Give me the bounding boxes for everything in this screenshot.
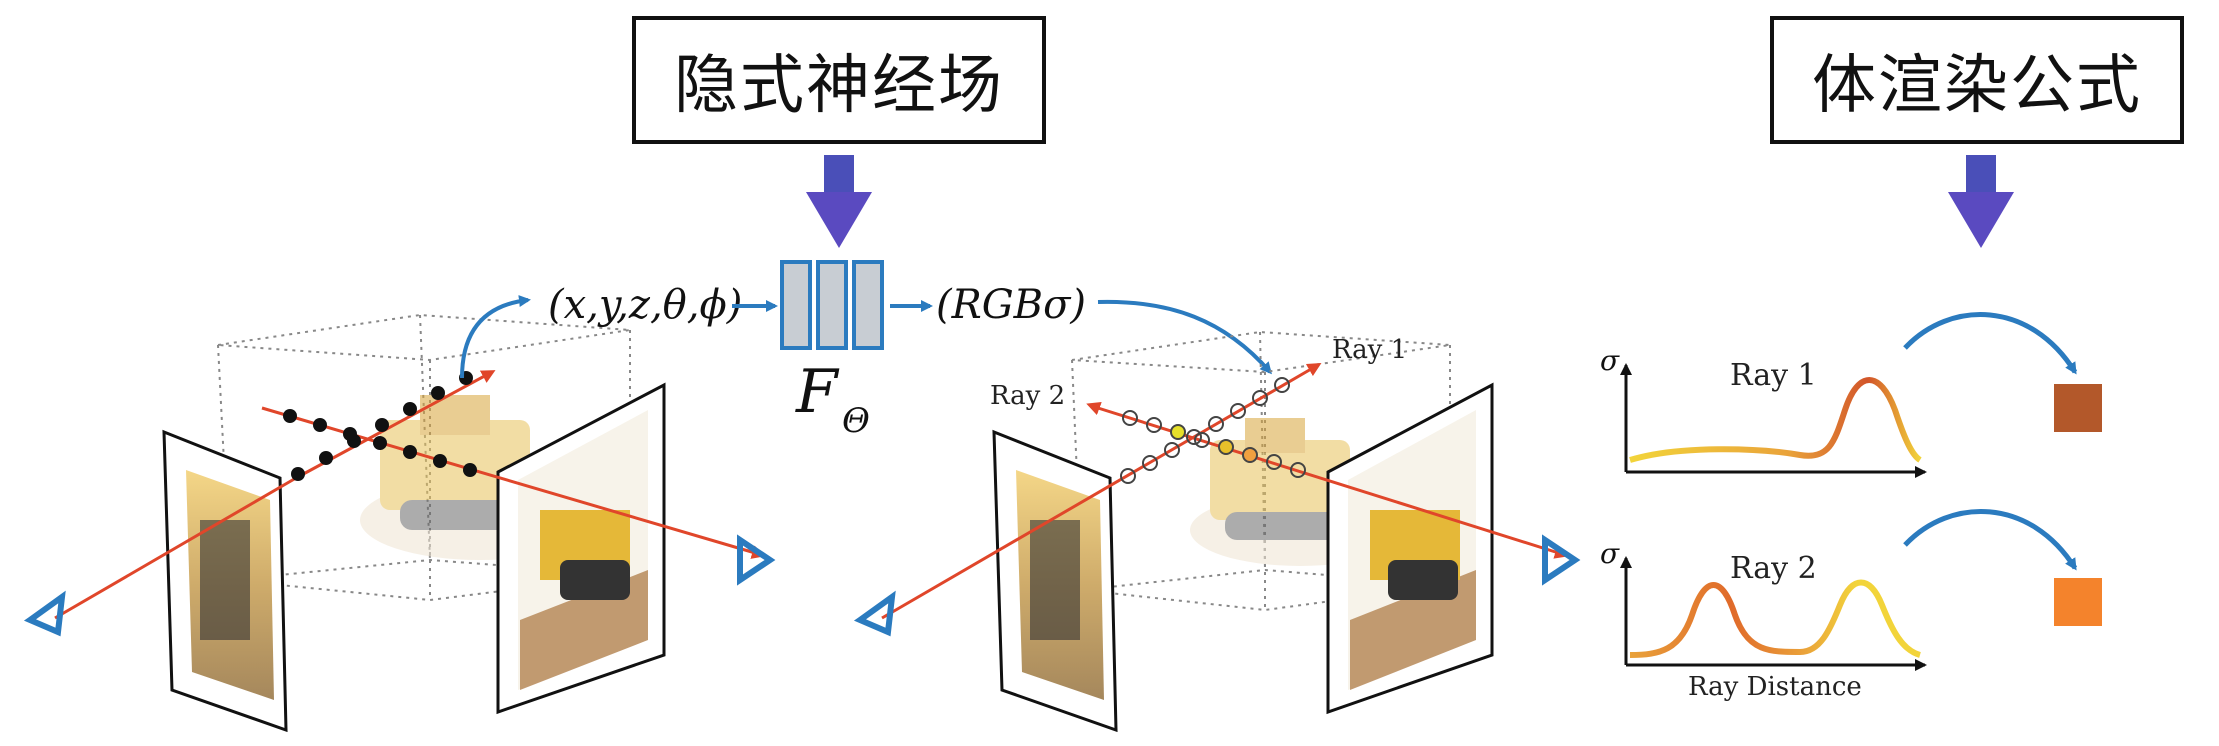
plot-ray1-density-curve — [1629, 377, 1922, 463]
left-image-plane-2 — [496, 382, 666, 715]
plot-ray2-density-curve — [1629, 579, 1922, 658]
plot-ray1-title: Ray 1 — [1730, 358, 1817, 393]
output-to-render-arrow — [1097, 299, 1272, 375]
middle-ray-1 — [881, 362, 1322, 620]
camera-icon-middle-1 — [853, 590, 896, 637]
middle-ray2-label: Ray 2 — [990, 381, 1065, 411]
network-icon — [780, 260, 884, 350]
sample-to-input-arrow — [460, 295, 531, 379]
ray1-to-pixel-arrow — [1903, 312, 2078, 375]
implicit-field-label-box: 隐式神经场 — [632, 16, 1046, 144]
implicit-field-label: 隐式神经场 — [674, 49, 1004, 123]
middle-scene: Ray 1 Ray 2 — [853, 330, 1581, 733]
middle-ray-2-head — [1086, 401, 1102, 416]
network-subscript: Θ — [842, 401, 870, 441]
left-sample-points — [283, 371, 477, 481]
middle-image-plane-2 — [1326, 382, 1494, 715]
middle-ray1-samples — [1120, 377, 1290, 484]
middle-image-plane-1 — [992, 429, 1118, 733]
down-arrow-icon-right — [1948, 155, 2014, 248]
plot-ray2-title: Ray 2 — [1730, 551, 1817, 586]
input-tuple-label: (x,y,z,θ,ϕ) — [548, 282, 742, 328]
plot-ray1: σ Ray 1 — [1600, 344, 1927, 478]
plot-ray-distance-label: Ray Distance — [1688, 672, 1862, 702]
camera-icon-middle-2 — [1542, 534, 1581, 586]
down-arrow-icon-left — [806, 155, 872, 248]
middle-ray1-label: Ray 1 — [1332, 335, 1407, 365]
camera-icon-left-1 — [23, 590, 66, 637]
left-scene — [23, 295, 776, 733]
volume-rendering-label: 体渲染公式 — [1812, 49, 2142, 123]
left-image-plane-1 — [162, 429, 288, 733]
output-tuple-label: (RGBσ) — [936, 282, 1086, 328]
network-symbol: F — [795, 357, 840, 427]
camera-icon-left-2 — [737, 534, 776, 586]
ray2-to-pixel-arrow — [1903, 508, 2078, 571]
left-ray-line-1 — [54, 476, 297, 620]
rendered-pixel-ray1 — [2054, 384, 2102, 432]
plot-ray1-sigma-label: σ — [1600, 344, 1620, 377]
plot-ray2: σ Ray 2 Ray Distance — [1600, 537, 1927, 702]
volume-rendering-label-box: 体渲染公式 — [1770, 16, 2184, 144]
rendered-pixel-ray2 — [2054, 578, 2102, 626]
middle-ray2-samples — [1122, 410, 1306, 478]
plot-ray2-sigma-label: σ — [1600, 537, 1620, 570]
